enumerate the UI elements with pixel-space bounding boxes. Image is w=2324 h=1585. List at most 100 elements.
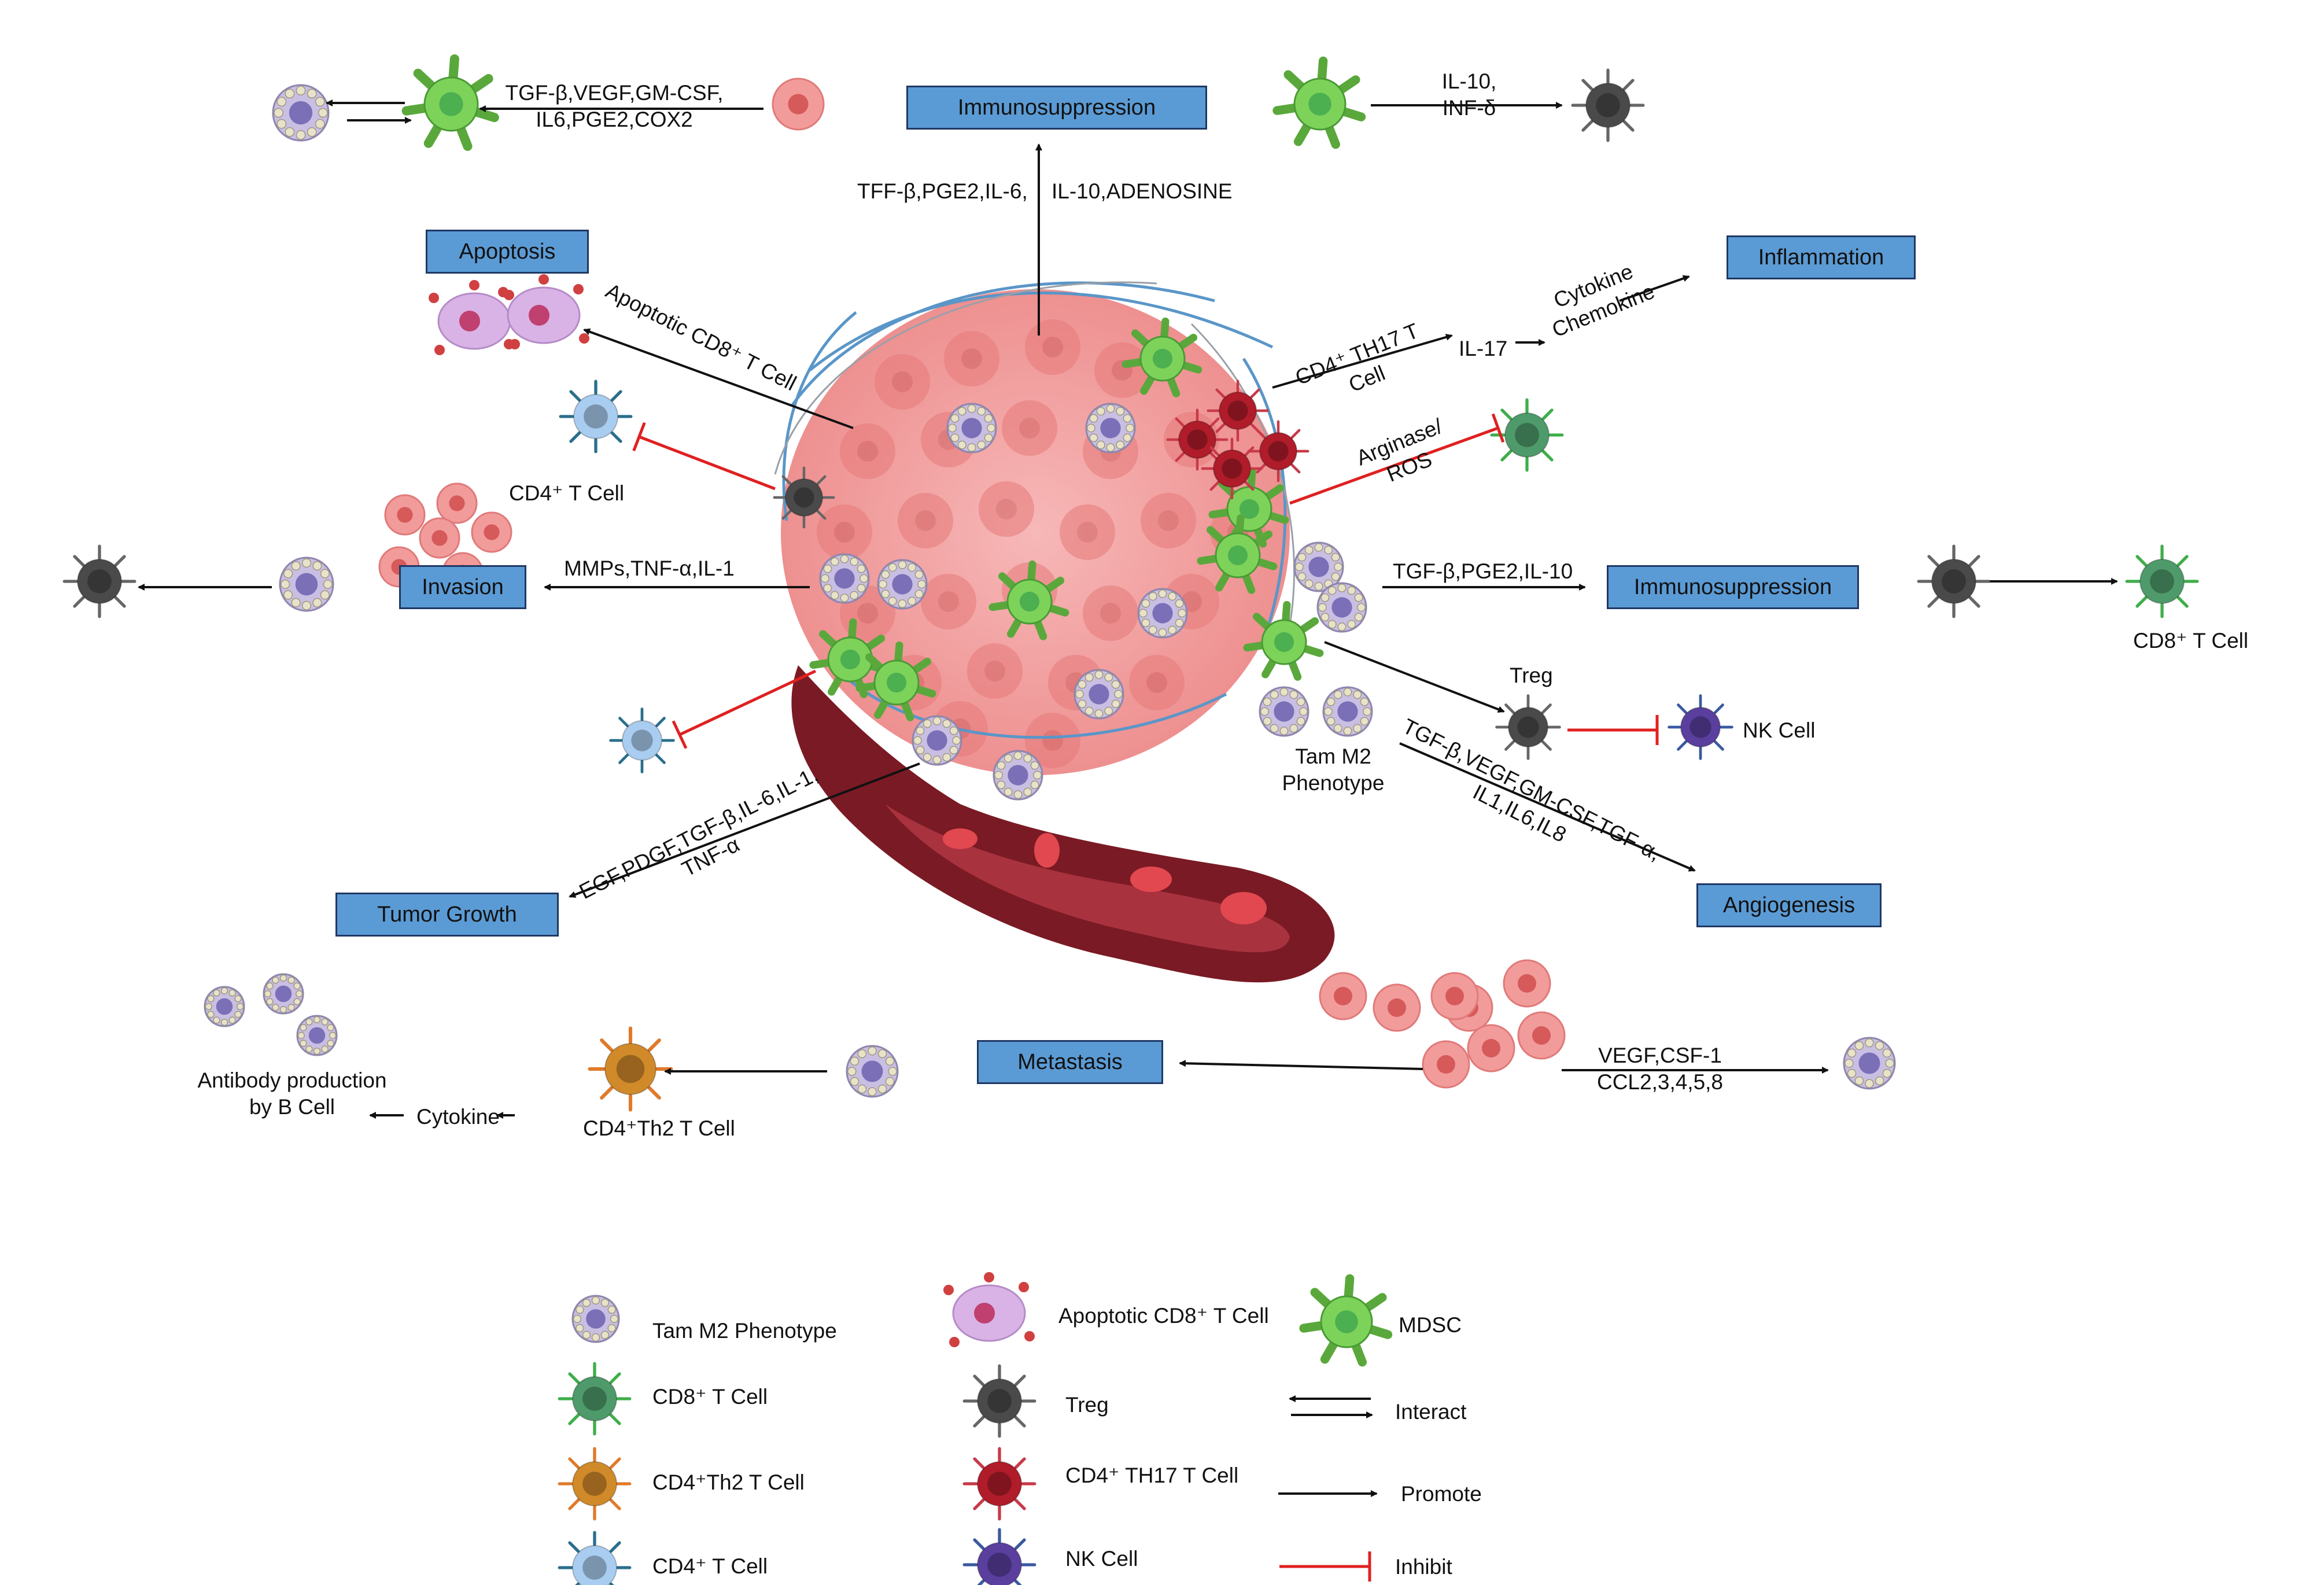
immunosuppression-top-box: Immunosuppression <box>906 86 1207 130</box>
mmps-label: MMPs,TNF-α,IL-1 <box>564 556 735 580</box>
cytokine-label: Cytokine <box>416 1105 500 1129</box>
tam-m2-cell <box>279 556 334 612</box>
legend-cd4-th17: CD4⁺ TH17 T Cell <box>1065 1464 1239 1487</box>
tumor-nucleus <box>834 522 855 543</box>
legend-nk-icon <box>962 1528 1036 1585</box>
promote-arrow <box>1272 334 1453 389</box>
immunosuppression-right-box: Immunosuppression <box>1607 565 1859 609</box>
legend-promote: Promote <box>1401 1482 1482 1506</box>
legend-cd8-icon <box>558 1362 632 1436</box>
legend-cd4: CD4⁺ T Cell <box>652 1554 768 1578</box>
il10-inf-label: IL-10, INF-δ <box>1411 68 1527 122</box>
tumor-nucleus <box>857 603 878 624</box>
tam-m2-cell <box>1316 582 1367 633</box>
tam-m2-cell <box>819 553 870 604</box>
antibody-line1: Antibody production <box>197 1068 387 1092</box>
tam-m2-cell <box>1074 669 1124 720</box>
promote-arrow <box>569 762 920 898</box>
legend-cd8: CD8⁺ T Cell <box>652 1385 768 1409</box>
legend-apoptotic-cd8: Apoptotic CD8⁺ T Cell <box>1058 1304 1269 1328</box>
tam-m2-cell <box>1322 686 1373 737</box>
tumor-nucleus <box>996 499 1017 519</box>
promote-arrow <box>1324 641 1505 713</box>
tumor-nucleus <box>892 371 913 392</box>
nk-cell-label: NK Cell <box>1743 718 1816 742</box>
legend-inhibit: Inhibit <box>1395 1555 1452 1579</box>
tam-m2-line2: Phenotype <box>1282 771 1385 795</box>
legend-tam-m2-icon <box>571 1295 620 1343</box>
mdsc-cell <box>855 641 936 721</box>
tumor-nucleus <box>938 591 959 612</box>
metastasis-box: Metastasis <box>977 1040 1163 1084</box>
mdsc-cell <box>1272 56 1366 149</box>
tumor-nucleus <box>1077 522 1098 543</box>
legend-cd4-th17-icon <box>962 1447 1036 1521</box>
mdsc-cell <box>988 560 1069 640</box>
tumor-cell <box>1467 1024 1515 1072</box>
cd8-t-cell-label: CD8⁺ T Cell <box>2133 629 2249 653</box>
antibody-label: Antibody production by B Cell <box>179 1067 405 1121</box>
cd4-th2-label: CD4⁺Th2 T Cell <box>583 1116 735 1140</box>
treg-cell <box>773 466 835 529</box>
inhibit-line <box>1567 715 1659 745</box>
il10-line1: IL-10, <box>1441 69 1497 93</box>
il17-label: IL-17 <box>1459 337 1508 360</box>
inhibit-line <box>632 422 776 491</box>
tumor-cell <box>772 78 825 131</box>
tumor-cell <box>1503 959 1551 1008</box>
cd4-th17-cell <box>1166 408 1229 471</box>
tam-m2-cell <box>993 750 1043 801</box>
tam-m2-cell <box>846 1045 899 1098</box>
legend-treg-icon <box>962 1364 1036 1438</box>
tam-m2-cell <box>1259 686 1309 737</box>
tumor-nucleus <box>984 661 1005 681</box>
tumor-cell <box>1319 972 1367 1020</box>
inflammation-box: Inflammation <box>1727 235 1916 279</box>
legend-cd4-th2-icon <box>558 1447 632 1521</box>
cd4-t-cell <box>609 707 675 773</box>
vegf-csf-label: VEGF,CSF-1 CCL2,3,4,5,8 <box>1573 1042 1747 1096</box>
cd8-t-cell <box>2125 544 2199 618</box>
mdsc-cell <box>401 54 499 151</box>
tumor-cell <box>1373 983 1421 1032</box>
tumor-cell <box>419 517 460 559</box>
legend-apoptotic-cd8-icon <box>943 1272 1035 1347</box>
treg-cell <box>62 544 137 618</box>
tumor-cell <box>1430 972 1479 1020</box>
tumor-nucleus <box>1100 603 1121 624</box>
cd4-th17-cell <box>1201 437 1263 500</box>
tumor-nucleus <box>915 510 936 531</box>
blood-vessel <box>791 665 1335 983</box>
legend-mdsc: MDSC <box>1399 1313 1462 1337</box>
treg-cell <box>1917 544 1991 618</box>
legend-treg: Treg <box>1065 1393 1109 1417</box>
tam-m2-cell <box>1843 1037 1896 1090</box>
tumor-nucleus <box>1146 672 1167 693</box>
nk-cell <box>1668 694 1733 760</box>
apoptosis-box: Apoptosis <box>426 230 589 274</box>
tumor-cell <box>436 482 478 524</box>
tam-m2-cell <box>877 559 928 610</box>
tgf-vegf-top-line1: TGF-β,VEGF,GM-CSF, <box>505 81 724 105</box>
legend-nk: NK Cell <box>1065 1547 1138 1571</box>
tam-m2-cell <box>272 84 330 142</box>
promote-arrow <box>1619 275 1690 302</box>
tgf-vegf-top-line2: IL6,PGE2,COX2 <box>536 108 693 132</box>
tumor-cell <box>1517 1011 1566 1060</box>
cd4-t-cell <box>559 379 633 454</box>
promote-arrow <box>583 328 854 429</box>
tff-beta-label: TFF-β,PGE2,IL-6, <box>857 179 1028 203</box>
inhibit-line <box>672 669 817 749</box>
promote-arrow <box>1399 742 1696 872</box>
cd8-t-cell <box>1490 398 1564 472</box>
tam-m2-cell <box>204 986 245 1027</box>
tumor-cell <box>384 494 426 536</box>
tumor-growth-box: Tumor Growth <box>335 893 559 937</box>
tam-m2-cell <box>263 973 304 1015</box>
tam-m2-label: Tam M2 Phenotype <box>1267 743 1400 797</box>
tam-m2-cell <box>296 1015 338 1056</box>
treg-cell <box>1571 68 1645 142</box>
cd4-th17-cell <box>1247 420 1309 482</box>
legend-mdsc-icon <box>1299 1274 1393 1367</box>
mdsc-cell <box>1243 600 1324 681</box>
